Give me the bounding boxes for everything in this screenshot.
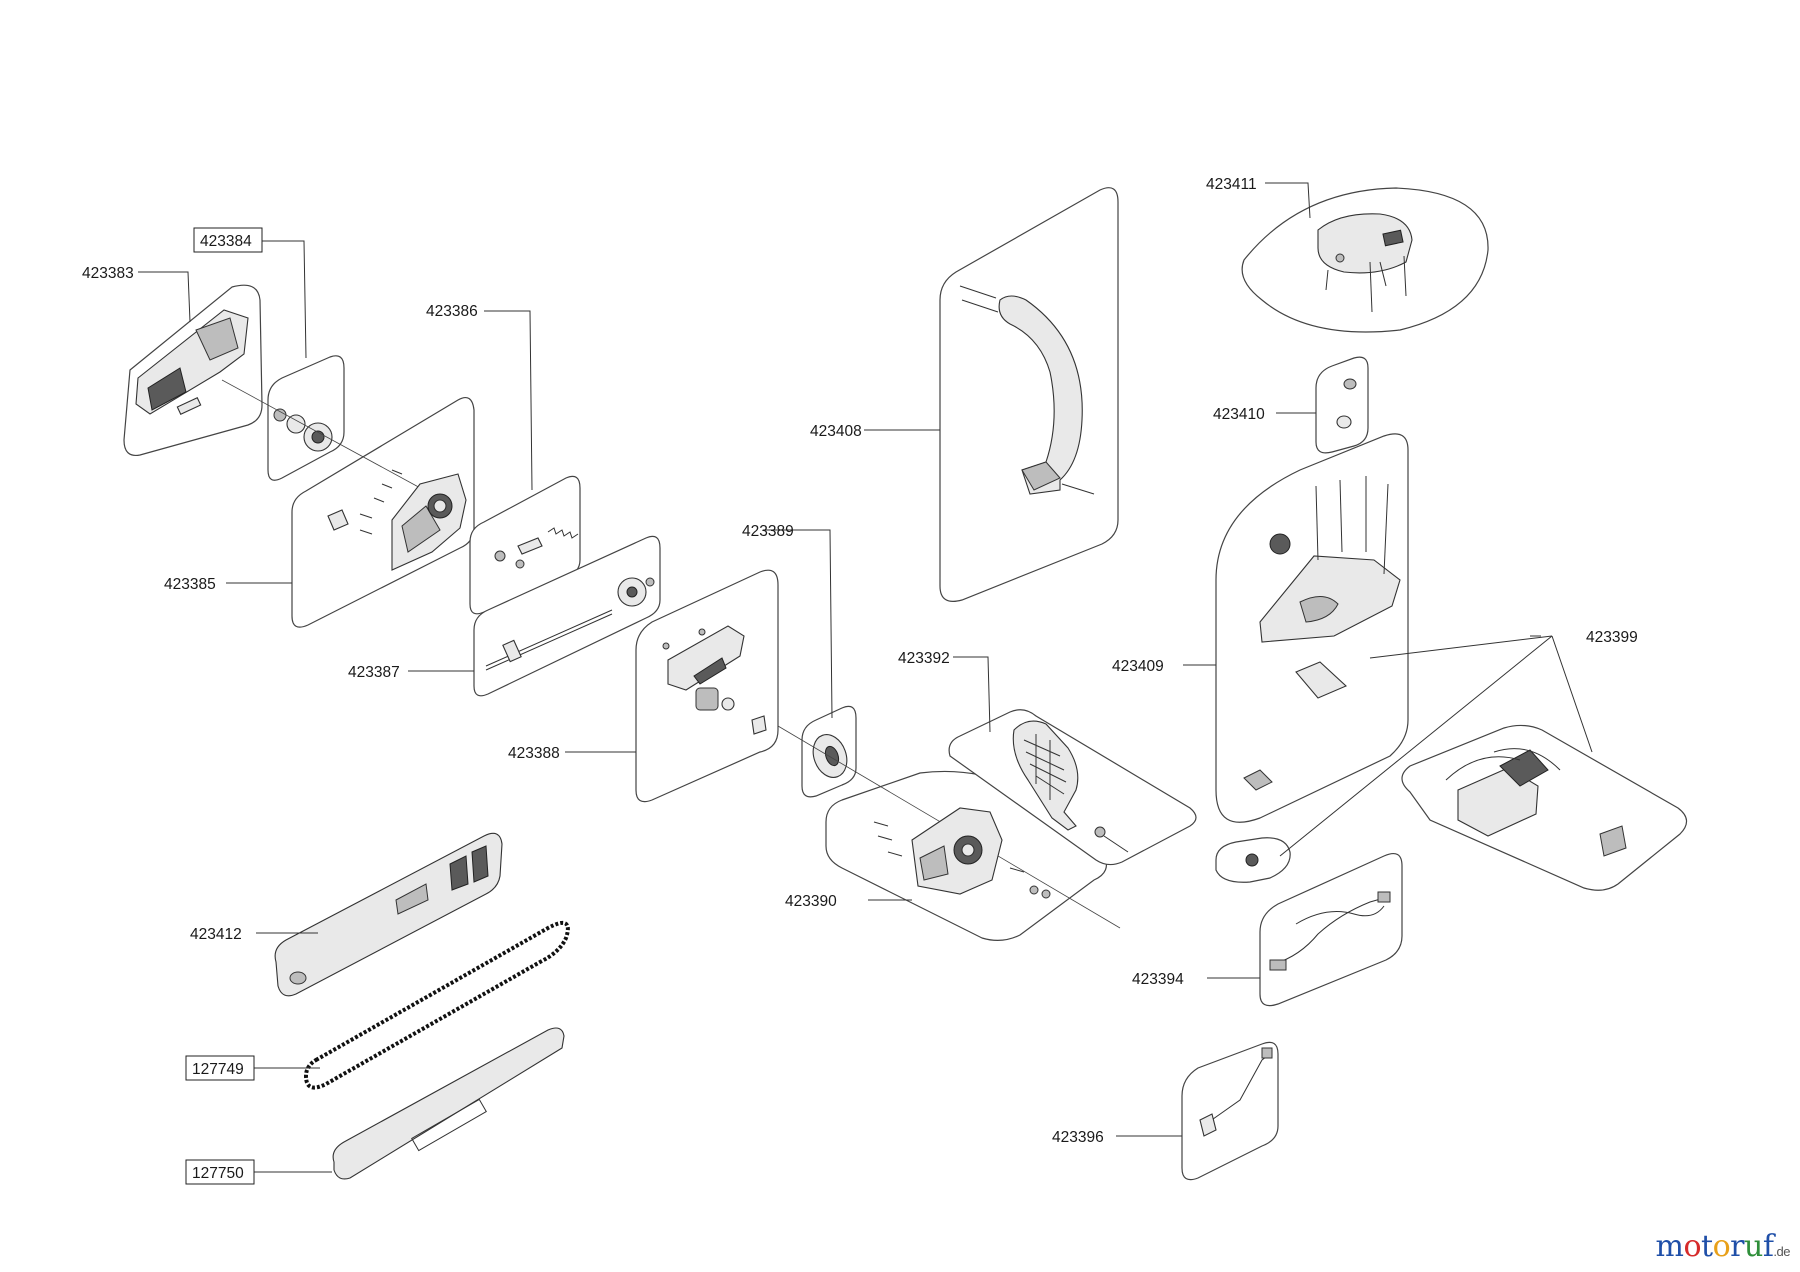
watermark-letter-t: t: [1701, 1229, 1713, 1264]
switch-cap-part: [1317, 213, 1413, 313]
panel-423399-large: [1401, 724, 1688, 891]
label-423412: 423412: [190, 926, 242, 943]
part-labels: 423383 423384 423386 423385 423387 42338…: [82, 176, 1638, 1185]
gear-housing-part: [873, 807, 1051, 899]
label-423384: 423384: [200, 233, 252, 250]
label-423410: 423410: [1213, 406, 1265, 423]
knob-part: [1336, 378, 1357, 429]
panel-423385: [291, 397, 475, 628]
watermark-letter-r: r: [1730, 1229, 1744, 1264]
front-handle-part: [959, 285, 1095, 495]
label-423396: 423396: [1052, 1129, 1104, 1146]
spring-part: [494, 527, 579, 569]
label-box-127750: [185, 1159, 255, 1185]
label-423386: 423386: [426, 303, 478, 320]
seal-ring-part: [777, 725, 1121, 929]
panel-423396: [1181, 1041, 1279, 1181]
label-423389: 423389: [742, 523, 794, 540]
chain-cover-part: [135, 309, 249, 416]
label-127750: 127750: [192, 1165, 244, 1182]
label-423388: 423388: [508, 745, 560, 762]
sprocket-part: [221, 379, 425, 491]
watermark-letter-o2: o: [1712, 1229, 1731, 1264]
label-box-127749: [185, 1055, 255, 1081]
label-423390: 423390: [785, 893, 837, 910]
label-box-423384: [193, 227, 263, 253]
panel-423388: [635, 569, 779, 803]
label-423392: 423392: [898, 650, 950, 667]
electronics-part: [1245, 748, 1627, 867]
watermark-letter-f: f: [1762, 1229, 1774, 1264]
label-423387: 423387: [348, 664, 400, 681]
watermark-letter-u: u: [1743, 1229, 1763, 1264]
label-127749: 127749: [192, 1061, 244, 1078]
guide-bar-part: [332, 1027, 565, 1180]
bar-cover-part: [274, 832, 503, 997]
label-423385: 423385: [164, 576, 216, 593]
watermark-suffix: .de: [1773, 1244, 1790, 1259]
oil-pump-part: [662, 625, 767, 735]
watermark-letter-m: m: [1655, 1229, 1684, 1264]
adjuster-rod-part: [485, 577, 655, 671]
cable-part: [1199, 1047, 1273, 1137]
panel-423410: [1315, 356, 1369, 454]
label-423394: 423394: [1132, 971, 1184, 988]
label-423399: 423399: [1586, 629, 1638, 646]
housing-part: [327, 469, 467, 571]
panel-423394: [1259, 853, 1403, 1007]
site-watermark: motoruf.de: [1656, 1229, 1791, 1264]
bar-logo-mark: [411, 1098, 487, 1152]
leader-lines: [138, 182, 1593, 1173]
saw-chain-part: [303, 920, 570, 1090]
rear-handle-housing-part: [1243, 476, 1401, 791]
label-423411: 423411: [1206, 176, 1257, 193]
wiring-part: [1269, 891, 1391, 971]
hand-guard-part: [1012, 720, 1129, 853]
panel-423408: [939, 187, 1119, 602]
label-423409: 423409: [1112, 658, 1164, 675]
label-423383: 423383: [82, 265, 134, 282]
label-423408: 423408: [810, 423, 862, 440]
watermark-letter-o1: o: [1683, 1229, 1702, 1264]
